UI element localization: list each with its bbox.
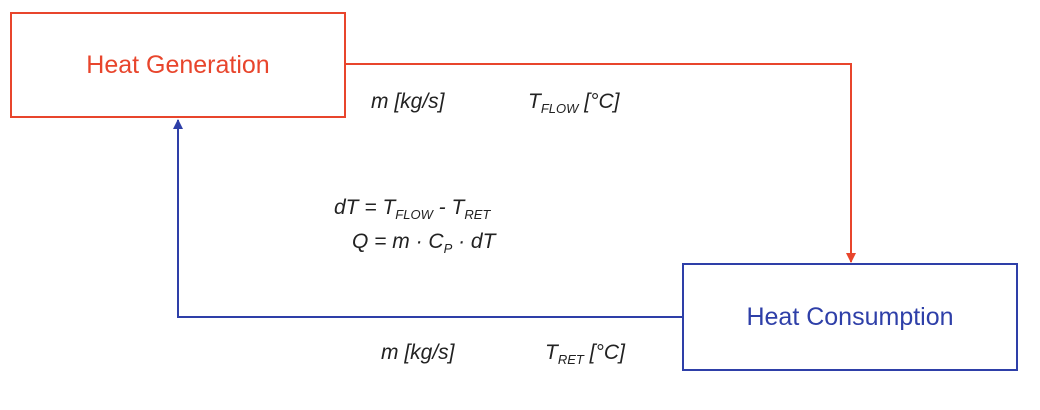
- heat-consumption-node: Heat Consumption: [682, 263, 1018, 371]
- heat-generation-node: Heat Generation: [10, 12, 346, 118]
- heat-equation: Q = m · CP · dT: [352, 230, 496, 256]
- delta-t-equation: dT = TFLOW - TRET: [334, 196, 491, 222]
- flow-temp-label: TFLOW [°C]: [528, 90, 620, 116]
- return-mass-label: m [kg/s]: [381, 341, 455, 364]
- return-line: [173, 119, 682, 318]
- flow-mass-label: m [kg/s]: [371, 90, 445, 113]
- flow-line: [346, 63, 856, 263]
- heat-consumption-label: Heat Consumption: [746, 302, 954, 331]
- heat-generation-label: Heat Generation: [86, 50, 270, 79]
- return-temp-label: TRET [°C]: [545, 341, 625, 367]
